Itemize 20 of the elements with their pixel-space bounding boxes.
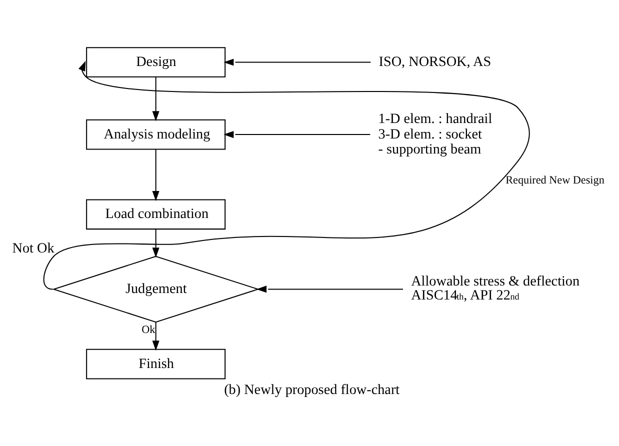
caption: (b) Newly proposed flow-chart	[224, 382, 400, 398]
arrow	[224, 130, 370, 138]
arrow	[152, 229, 160, 258]
edge-label: Required New Design	[506, 174, 604, 186]
node-text: 1-D elem. : handrail 3-D elem. : socket - supporting beam	[378, 111, 492, 158]
arrow	[256, 286, 404, 293]
arrow	[152, 149, 160, 202]
arrow	[224, 58, 371, 66]
node-box: Analysis modeling	[86, 119, 226, 150]
arrow	[44, 60, 530, 290]
node-text: Allowable stress & deflection AISC14th, API 22nd	[411, 273, 580, 304]
node-box: Load combination	[86, 199, 226, 230]
node-box: Finish	[86, 348, 226, 380]
arrow	[152, 77, 160, 122]
node-label: Not Ok	[12, 240, 54, 257]
edge-label: Ok	[142, 324, 156, 336]
arrow	[152, 322, 160, 351]
node-diamond: Judgement	[52, 256, 260, 323]
node-text: ISO, NORSOK, AS	[378, 54, 492, 70]
node-box: Design	[86, 47, 226, 78]
